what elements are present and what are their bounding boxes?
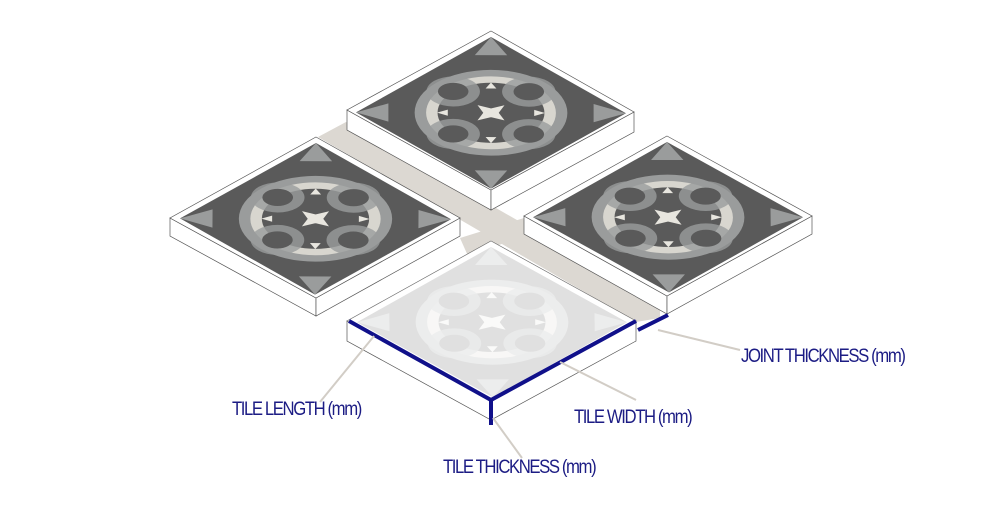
tile-width-edge <box>490 319 637 402</box>
joint-gap <box>318 122 660 322</box>
joint-thickness-edge <box>637 313 669 332</box>
tile-left <box>169 136 461 317</box>
joint-thickness-label: JOINT THICKNESS (mm) <box>741 346 906 367</box>
leader-lines <box>319 329 741 459</box>
joint-gap-cross <box>460 218 524 256</box>
tile-thickness-label: TILE THICKNESS (mm) <box>443 457 597 478</box>
tile-length-edge <box>348 319 492 402</box>
tile-width-label: TILE WIDTH (mm) <box>574 407 693 428</box>
tile-right <box>523 135 813 315</box>
tile-length-label: TILE LENGTH (mm) <box>232 399 362 420</box>
tile-top <box>346 30 635 211</box>
